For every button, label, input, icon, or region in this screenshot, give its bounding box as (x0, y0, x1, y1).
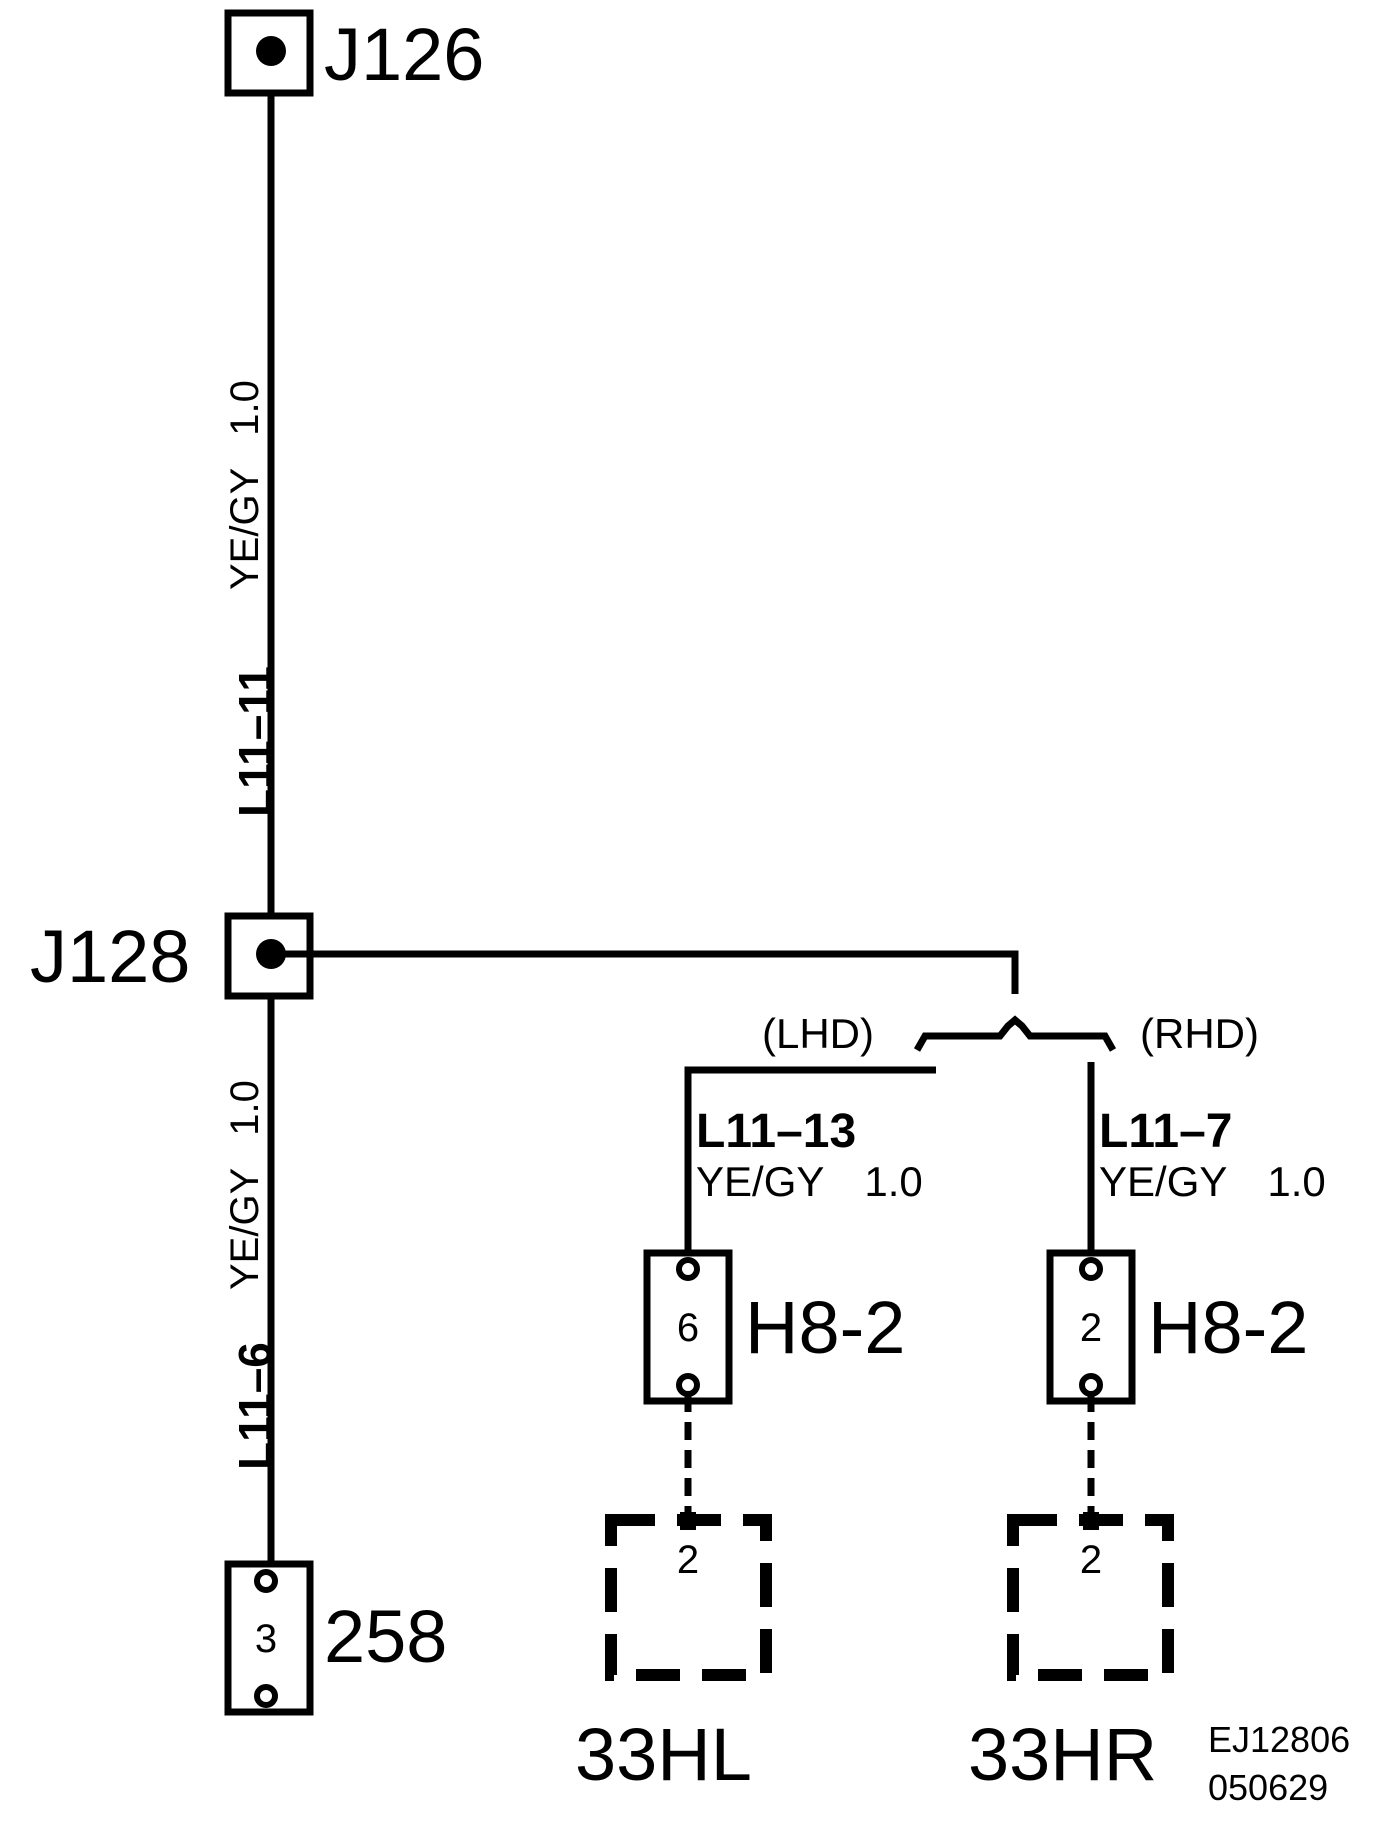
rhd-option-label: (RHD) (1140, 1010, 1259, 1057)
33hl-label: 33HL (575, 1713, 752, 1796)
258-label: 258 (324, 1595, 447, 1678)
lower-wire-size: 1.0 (223, 1080, 267, 1136)
right-h8-2-pin-top (1079, 1257, 1103, 1281)
rhd-wire-spec: YE/GY 1.0 (1099, 1158, 1326, 1205)
rhd-wire-color: YE/GY (1099, 1158, 1227, 1205)
lhd-wire (684, 1066, 936, 1264)
33hr-pin-number: 2 (1080, 1538, 1102, 1582)
right-h8-2-pin-number: 2 (1080, 1306, 1102, 1350)
diagram-code: EJ12806 (1208, 1719, 1350, 1760)
right-h8-2-label: H8-2 (1148, 1286, 1308, 1369)
upper-wire-size: 1.0 (223, 380, 267, 436)
rhd-wire-id: L11–7 (1099, 1105, 1232, 1158)
upper-wire-id: L11–11 (229, 666, 281, 817)
lower-wire-spec: YE/GY 1.0 (223, 1080, 267, 1290)
j126-label: J126 (324, 13, 484, 96)
lhd-wire-size: 1.0 (864, 1158, 922, 1205)
upper-wire-spec: YE/GY 1.0 (223, 380, 267, 590)
lower-wire-color: YE/GY (223, 1168, 267, 1290)
lhd-wire-id: L11–13 (696, 1105, 856, 1158)
lower-wire-id: L11–6 (229, 1342, 281, 1470)
left-h8-2-pin-top (676, 1257, 700, 1281)
left-h8-2-pin-bottom (676, 1373, 700, 1397)
33hr-label: 33HR (968, 1713, 1157, 1796)
258-pin-bottom (254, 1684, 278, 1708)
33hl-pin-number: 2 (677, 1538, 699, 1582)
rhd-wire-size: 1.0 (1267, 1158, 1325, 1205)
option-selector-bracket (913, 1015, 1117, 1052)
j128-label: J128 (30, 915, 190, 998)
left-h8-2-pin-number: 6 (677, 1306, 699, 1350)
33hl-pin-marker (680, 1512, 696, 1530)
33hr-pin-marker (1083, 1512, 1099, 1530)
left-h8-2-label: H8-2 (745, 1286, 905, 1369)
branch-wire (271, 950, 1019, 994)
lhd-option-label: (LHD) (762, 1010, 874, 1057)
258-pin-number: 3 (255, 1617, 277, 1661)
lhd-wire-spec: YE/GY 1.0 (696, 1158, 923, 1205)
lhd-wire-color: YE/GY (696, 1158, 824, 1205)
diagram-date: 050629 (1208, 1767, 1328, 1808)
j126-junction-dot (256, 36, 286, 66)
258-pin-top (254, 1569, 278, 1593)
upper-wire-color: YE/GY (223, 468, 267, 590)
right-h8-2-pin-bottom (1079, 1373, 1103, 1397)
